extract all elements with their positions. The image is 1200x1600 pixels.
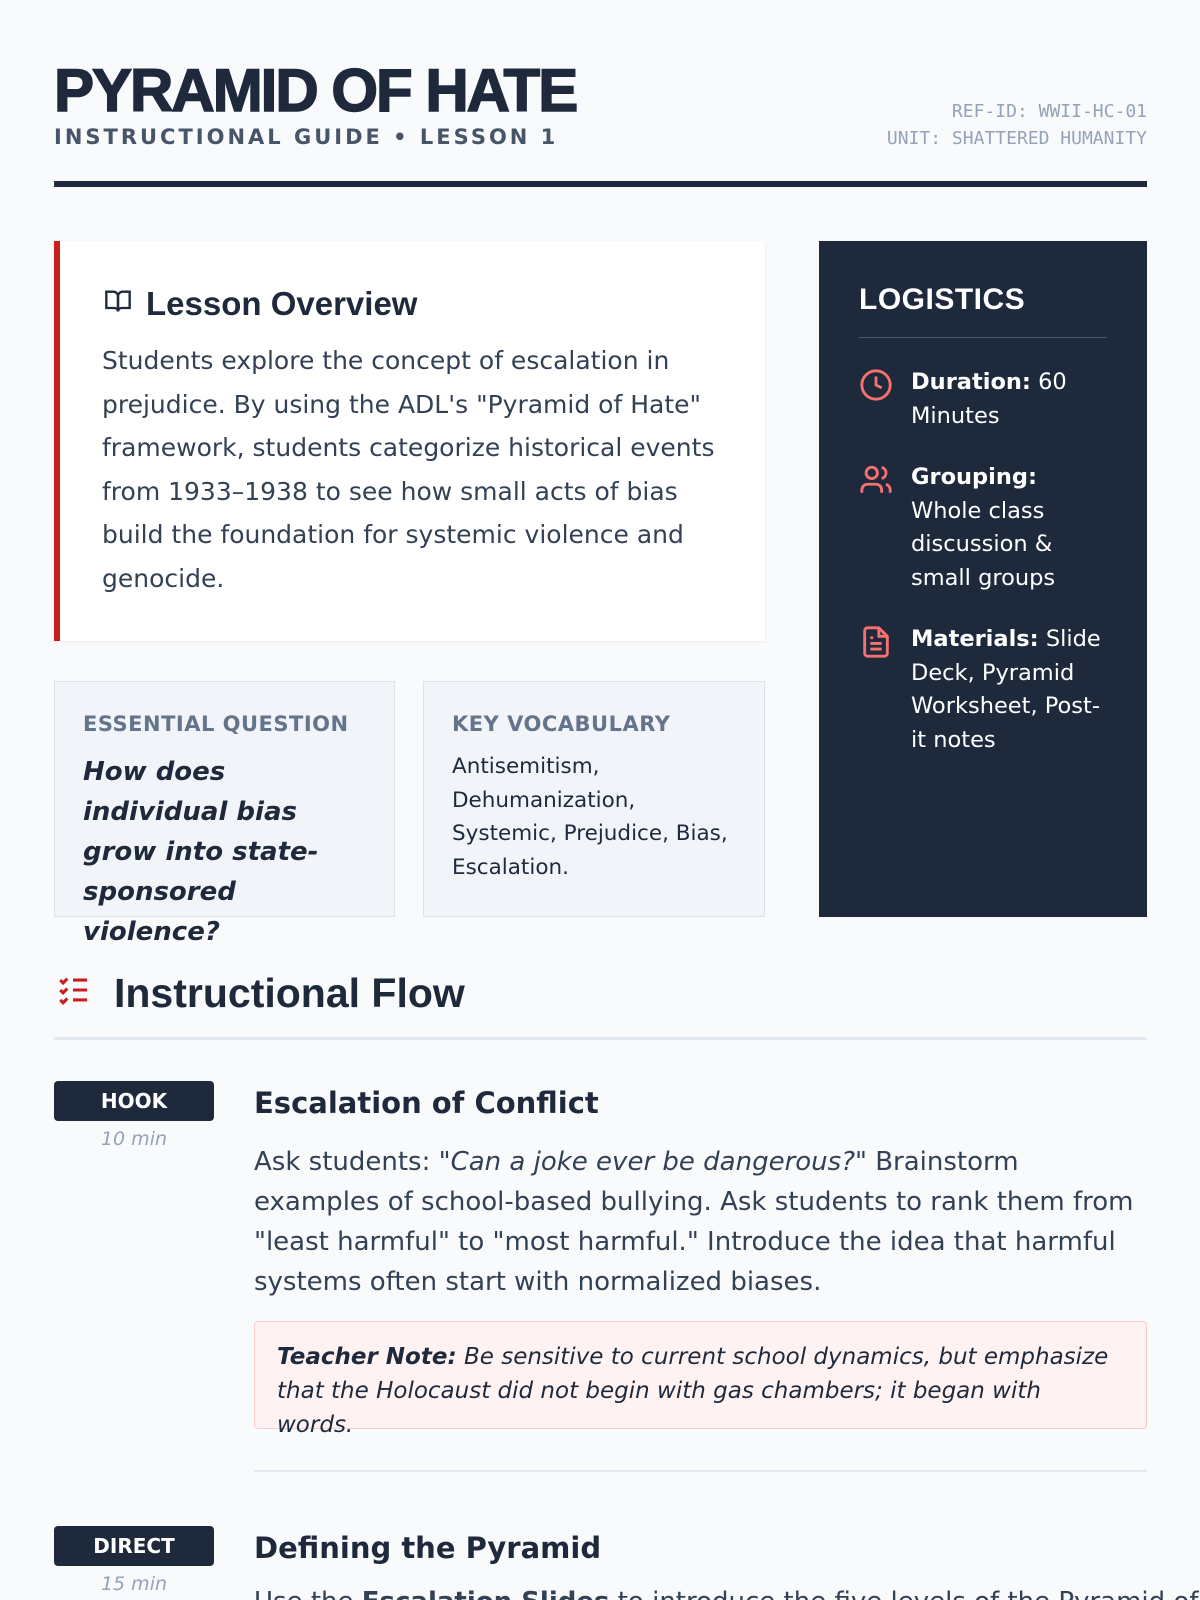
instructional-flow-title: Instructional Flow bbox=[114, 970, 465, 1016]
teacher-note-text: Be sensitive to current school dynamics,… bbox=[277, 1344, 1109, 1438]
essential-question-label: ESSENTIAL QUESTION bbox=[83, 712, 349, 736]
step-description: Use the Escalation Slides to introduce t… bbox=[254, 1582, 1198, 1600]
materials-value: Slide Deck, Pyramid Worksheet, Post-it n… bbox=[911, 626, 1101, 753]
step-badge-direct: DIRECT bbox=[54, 1526, 214, 1566]
ref-id: REF-ID: WWII-HC-01 bbox=[951, 101, 1147, 122]
step-bold: Escalation Slides bbox=[362, 1587, 610, 1600]
teacher-note: Teacher Note: Be sensitive to current sc… bbox=[254, 1321, 1147, 1438]
logistics-panel: LOGISTICS Duration: 60 Minutes Grouping:… bbox=[819, 241, 1147, 917]
document-icon bbox=[859, 623, 893, 757]
book-icon bbox=[102, 285, 134, 323]
materials-label: Materials: bbox=[911, 626, 1039, 652]
grouping-value: Whole class discussion & small groups bbox=[911, 497, 1056, 591]
instructional-flow-heading: Instructional Flow bbox=[54, 970, 465, 1017]
unit-name: UNIT: SHATTERED HUMANITY bbox=[886, 128, 1147, 149]
users-icon bbox=[859, 461, 893, 595]
key-vocabulary-label: KEY VOCABULARY bbox=[452, 712, 671, 736]
overview-title: Lesson Overview bbox=[146, 285, 418, 322]
essential-question-text: How does individual bias grow into state… bbox=[83, 757, 319, 947]
step-text: Use the bbox=[254, 1587, 362, 1600]
reference-info: REF-ID: WWII-HC-01 UNIT: SHATTERED HUMAN… bbox=[887, 98, 1147, 152]
checklist-icon bbox=[54, 970, 92, 1017]
logistics-item-materials: Materials: Slide Deck, Pyramid Worksheet… bbox=[859, 623, 1107, 757]
logistics-item-duration: Duration: 60 Minutes bbox=[859, 366, 1107, 433]
step-time: 15 min bbox=[100, 1573, 168, 1595]
step-text: to introduce the five levels of the Pyra… bbox=[609, 1587, 1199, 1600]
page-subtitle: INSTRUCTIONAL GUIDE • LESSON 1 bbox=[54, 125, 559, 149]
key-vocabulary-card: KEY VOCABULARY Antisemitism, Dehumanizat… bbox=[423, 681, 765, 917]
step-divider bbox=[254, 1470, 1147, 1472]
essential-question-card: ESSENTIAL QUESTION How does individual b… bbox=[54, 681, 395, 947]
step-text: Brainstorm examples of school-based bull… bbox=[254, 1147, 1134, 1297]
step-title: Defining the Pyramid bbox=[254, 1531, 602, 1565]
step-text: Ask students: bbox=[254, 1147, 439, 1177]
step-title: Escalation of Conflict bbox=[254, 1086, 599, 1120]
clock-icon bbox=[859, 366, 893, 433]
header-divider bbox=[54, 181, 1147, 187]
page-title: PYRAMID OF HATE bbox=[53, 56, 579, 125]
key-vocabulary-text: Antisemitism, Dehumanization, Systemic, … bbox=[452, 754, 728, 880]
duration-label: Duration: bbox=[911, 369, 1031, 395]
overview-text: Students explore the concept of escalati… bbox=[102, 346, 715, 593]
logistics-title: LOGISTICS bbox=[859, 283, 1107, 338]
lesson-overview-card: Lesson Overview Students explore the con… bbox=[54, 241, 765, 641]
logistics-item-grouping: Grouping: Whole class discussion & small… bbox=[859, 461, 1107, 595]
step-badge-hook: HOOK bbox=[54, 1081, 214, 1121]
step-description: Ask students: "Can a joke ever be danger… bbox=[254, 1142, 1147, 1302]
step-quote: "Can a joke ever be dangerous?" bbox=[438, 1147, 867, 1177]
grouping-label: Grouping: bbox=[911, 464, 1037, 490]
step-time: 10 min bbox=[100, 1128, 168, 1150]
duration-value: 60 Minutes bbox=[911, 369, 1067, 429]
section-divider bbox=[54, 1037, 1147, 1040]
teacher-note-label: Teacher Note: bbox=[277, 1344, 457, 1370]
